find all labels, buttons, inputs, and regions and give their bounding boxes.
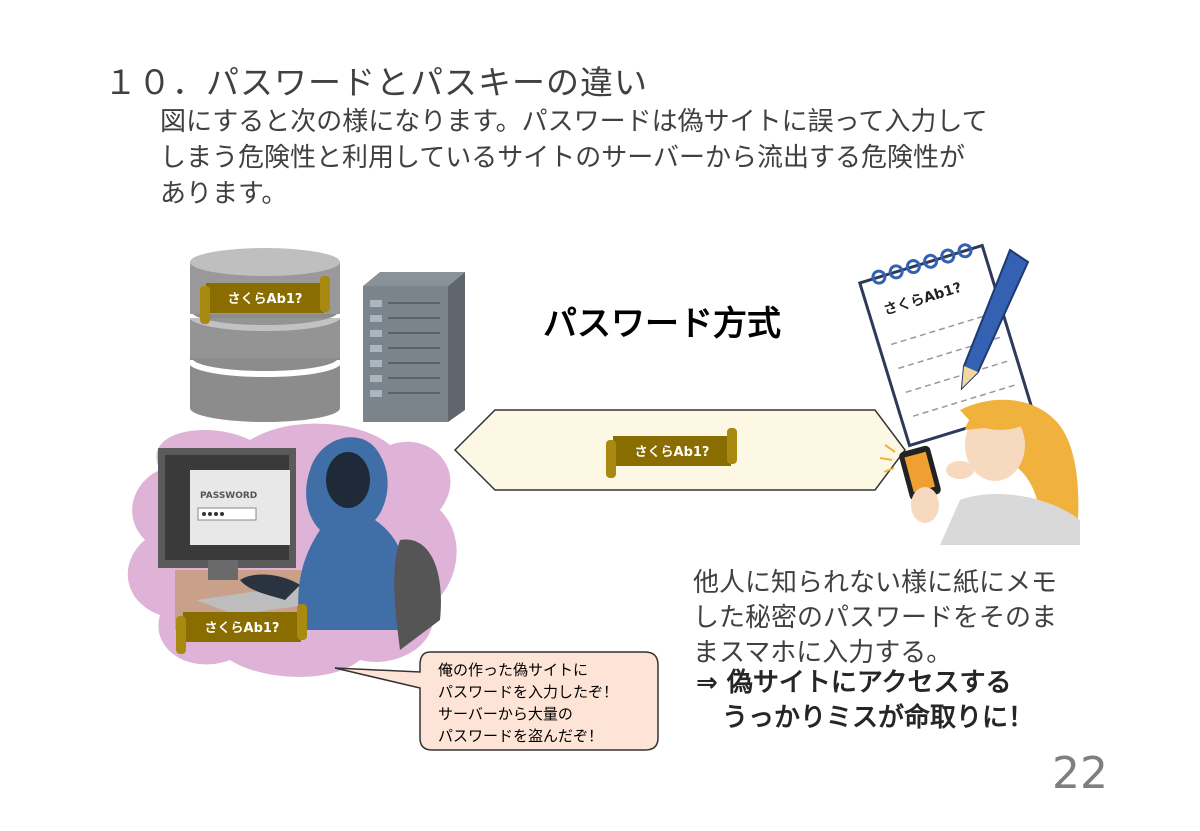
slide-title: １０．パスワードとパスキーの違い [104,63,648,102]
intro-paragraph: 図にすると次の様になります。パスワードは偽サイトに誤って入力して しまう危険性と… [160,104,1060,212]
note-line: 他人に知られない様に紙にメモ [693,568,1058,598]
screen-password-label: PASSWORD [200,491,257,501]
password-scroll-hacker: さくらAb1? [176,604,307,654]
bubble-line: パスワードを盗んだぞ！ [438,727,604,745]
intro-line: あります。 [160,179,288,209]
password-scroll-database: さくらAb1? [200,276,330,324]
scroll-label: さくらAb1? [635,445,710,460]
note-paragraph: 他人に知られない様に紙にメモ した秘密のパスワードをそのま まスマホに入力する。 [693,566,1057,671]
warning-line: ⇒ 偽サイトにアクセスする [696,668,1012,698]
method-title: パスワード方式 [543,304,781,344]
notepad-icon: さくらAb1? [857,243,1034,448]
speech-bubble-text: 俺の作った偽サイトに パスワードを入力したぞ！ サーバーから大量の パスワードを… [438,659,618,747]
woman-illustration [879,399,1080,545]
intro-line: 図にすると次の様になります。パスワードは偽サイトに誤って入力して [160,107,988,137]
note-line: した秘密のパスワードをそのま [693,603,1058,633]
warning-line: うっかりミスが命取りに！ [696,703,1035,733]
page-number: 22 [1052,748,1108,799]
scroll-label: さくらAb1? [228,292,303,307]
bubble-line: パスワードを入力したぞ！ [438,683,619,701]
database-icon [187,248,343,422]
note-line: まスマホに入力する。 [693,638,953,668]
warning-paragraph: ⇒ 偽サイトにアクセスする うっかりミスが命取りに！ [696,666,1034,736]
scroll-label: さくらAb1? [205,621,280,636]
intro-line: しまう危険性と利用しているサイトのサーバーから流出する危険性が [160,143,965,173]
pen-icon [960,248,1030,391]
bubble-line: 俺の作った偽サイトに [438,661,589,679]
bubble-line: サーバーから大量の [438,705,573,723]
speech-bubble [334,651,659,751]
password-scroll-arrow: さくらAb1? [606,428,737,478]
server-icon [363,272,465,422]
